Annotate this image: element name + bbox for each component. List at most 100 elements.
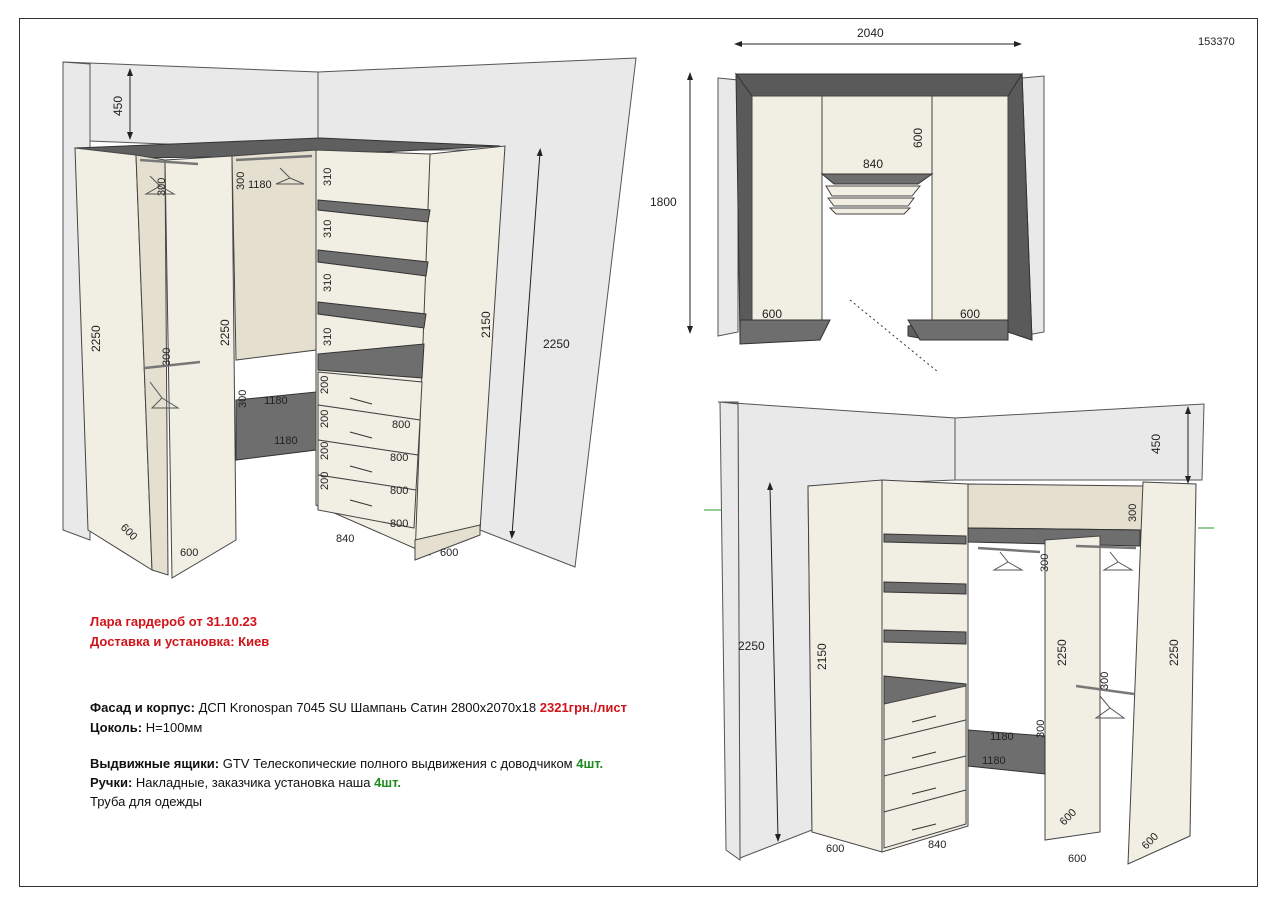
drawing-frame <box>19 18 1258 887</box>
dim-mid-height: 2250 <box>218 319 232 346</box>
handles-qty: 4шт. <box>374 775 401 790</box>
dim-r-span-a: 1180 <box>990 731 1014 743</box>
dim-depth-right: 600 <box>440 547 458 559</box>
rod-spec: Труба для одежды <box>90 794 202 809</box>
dim-r-rod-gap-c: 300 <box>1035 720 1047 738</box>
dim-shelf-gap-2: 310 <box>322 220 334 238</box>
plinth-value: Н=100мм <box>145 720 203 735</box>
dim-r-depth-left: 600 <box>826 843 844 855</box>
hanger-icon <box>144 175 176 195</box>
dim-r-rod-gap-a: 300 <box>1039 554 1051 572</box>
order-title: Лара гардероб от 31.10.23 <box>90 614 257 629</box>
dim-rod-gap-top: 300 <box>156 178 168 196</box>
handles-spec: Ручки: Накладные, заказчика установка на… <box>90 775 401 790</box>
dim-drawer-h-2: 200 <box>319 410 331 428</box>
dim-left-depth: 600 <box>762 307 782 321</box>
plan-view: 2040 1800 840 600 600 600 <box>650 26 1045 373</box>
shelf-3 <box>317 301 427 329</box>
handles-value: Накладные, заказчика установка наша <box>135 775 371 790</box>
dim-span-mid: 1180 <box>264 395 288 407</box>
rod-top-left <box>139 158 199 166</box>
plinth <box>414 524 481 561</box>
dim-drawer-h-4: 200 <box>319 472 331 490</box>
drawers-left-view <box>317 371 423 529</box>
dim-total-depth: 1800 <box>650 195 677 209</box>
plan-wall-left <box>717 77 739 337</box>
left-side-edge <box>135 154 169 576</box>
plan-right-unit <box>931 95 1009 333</box>
plinth-label: Цоколь: <box>90 720 143 735</box>
plan-left-unit <box>751 95 823 333</box>
right-wall-edge <box>719 401 741 861</box>
delivery-line: Доставка и установка: Киев <box>90 634 270 649</box>
facade-label: Фасад и корпус: <box>90 700 195 715</box>
back-wall-left <box>62 61 319 151</box>
dim-drawer-w-2: 800 <box>390 452 408 464</box>
handles-label: Ручки: <box>90 775 133 790</box>
rod-top-mid <box>235 154 313 162</box>
drawers-spec: Выдвижные ящики: GTV Телескопические пол… <box>90 756 603 771</box>
dim-wall-height: 2250 <box>543 337 570 351</box>
dim-r-mid-height: 2250 <box>1055 639 1069 666</box>
dim-shelf-gap-3: 310 <box>322 274 334 292</box>
drawers-right-view <box>883 685 967 849</box>
drawers-value: GTV Телескопические полного выдвижения с… <box>222 756 573 771</box>
drawers-qty: 4шт. <box>576 756 604 771</box>
rod-right-top <box>977 546 1041 554</box>
dim-center-width: 840 <box>863 157 883 171</box>
hanger-icon <box>149 381 180 409</box>
dim-r-rod-gap-b: 300 <box>1099 672 1111 690</box>
dim-top-gap: 450 <box>111 96 125 116</box>
right-3d-view: 450 2250 2150 2250 2250 300 300 300 300 … <box>704 401 1214 865</box>
right-top-back <box>967 483 1146 531</box>
dim-span-top: 1180 <box>248 179 272 191</box>
plan-center-unit <box>821 95 933 175</box>
rod-mid-left <box>144 360 201 370</box>
dim-r-width-left: 840 <box>928 839 946 851</box>
dim-right-depth: 600 <box>960 307 980 321</box>
facade-price: 2321грн./лист <box>539 700 627 715</box>
dim-rod-gap-low: 300 <box>237 390 249 408</box>
dim-total-width: 2040 <box>857 26 884 40</box>
left-3d-view: 450 2250 2250 2150 2250 310 310 310 310 … <box>62 57 637 579</box>
dim-r-left-height: 2150 <box>815 643 829 670</box>
hanger-icon <box>1102 551 1134 571</box>
dim-drawer-h-3: 200 <box>319 442 331 460</box>
dim-shelf-gap-4: 310 <box>322 328 334 346</box>
rod-right-top2 <box>1075 544 1137 550</box>
dim-left-height: 2250 <box>89 325 103 352</box>
dim-rod-gap-top2: 300 <box>235 172 247 190</box>
plinth-spec: Цоколь: Н=100мм <box>90 720 202 735</box>
order-number: 153370 <box>1198 36 1235 48</box>
hanger-icon <box>1094 695 1126 719</box>
shelf-4 <box>317 343 425 379</box>
dim-rod-gap-mid: 300 <box>161 348 173 366</box>
dim-r-rod-gap-top: 300 <box>1127 504 1139 522</box>
right-back-wall-b <box>954 403 1205 481</box>
dim-shelf-gap-1: 310 <box>322 168 334 186</box>
drawers-label: Выдвижные ящики: <box>90 756 220 771</box>
dim-right-height: 2150 <box>479 311 493 338</box>
dim-drawer-w-4: 800 <box>390 518 408 530</box>
rod-right-low <box>1075 684 1135 696</box>
dim-center-depth: 600 <box>911 128 925 148</box>
right-right-side <box>1127 481 1197 865</box>
dim-r-top-gap: 450 <box>1149 434 1163 454</box>
dim-drawer-h-1: 200 <box>319 376 331 394</box>
dim-width-right: 840 <box>336 533 354 545</box>
middle-panel <box>164 155 237 579</box>
dim-drawer-w-3: 800 <box>390 485 408 497</box>
hanger-icon <box>992 551 1024 571</box>
facade-spec: Фасад и корпус: ДСП Kronospan 7045 SU Ша… <box>90 700 627 715</box>
hanger-icon <box>275 167 305 185</box>
dim-r-right-height: 2250 <box>1167 639 1181 666</box>
dim-depth-mid: 600 <box>180 547 198 559</box>
shelf-2 <box>317 249 429 277</box>
dim-r-depth-mid-floor: 600 <box>1068 853 1086 865</box>
facade-value: ДСП Kronospan 7045 SU Шампань Сатин 2800… <box>198 700 537 715</box>
dim-span-low: 1180 <box>274 435 298 447</box>
dim-r-wall-height: 2250 <box>738 639 765 653</box>
dim-drawer-w-1: 800 <box>392 419 410 431</box>
dim-r-span-b: 1180 <box>982 755 1006 767</box>
